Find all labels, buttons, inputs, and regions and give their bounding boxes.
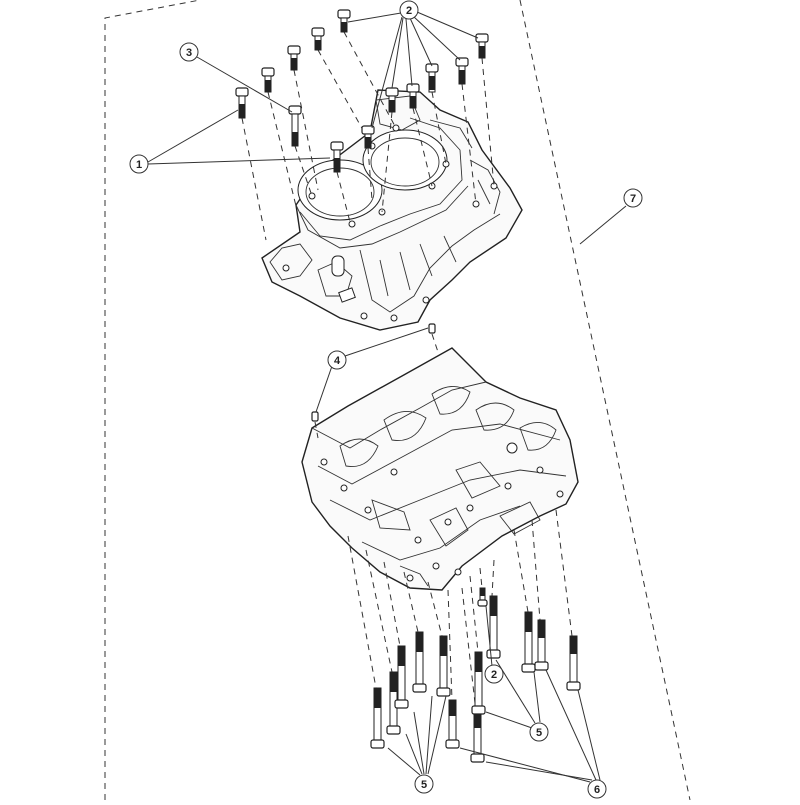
callout-1: 1 <box>129 154 149 174</box>
bolt-item-2-j <box>361 125 375 149</box>
assembly-boundary-dashed-outline <box>104 0 691 801</box>
callout-7: 7 <box>623 188 643 208</box>
bolt-item-1-a <box>235 87 249 119</box>
bolt-item-5-g <box>470 711 485 763</box>
bolt-item-2-c <box>311 27 325 51</box>
callout-1-label: 1 <box>136 159 142 171</box>
bolt-item-5-h <box>471 651 486 715</box>
callout-5-right: 5 <box>529 722 549 742</box>
bolt-item-5-e <box>436 635 451 697</box>
bolt-item-2-e <box>425 63 439 93</box>
bolt-item-5-a <box>370 687 385 749</box>
callout-6: 6 <box>587 779 607 799</box>
callout-5-bottom-label: 5 <box>421 779 427 791</box>
lower-bolt-guides <box>347 509 573 713</box>
callout-4-label: 4 <box>334 355 341 367</box>
bolt-item-2-h <box>406 83 420 109</box>
upper-crankcase-half <box>261 89 523 331</box>
bolt-item-2-f <box>455 57 469 85</box>
leader-lines <box>147 11 627 783</box>
bolt-item-5-j <box>521 611 536 673</box>
callout-5-bottom: 5 <box>414 774 434 794</box>
bolt-item-1-b <box>330 141 344 173</box>
bolt-item-2-i <box>385 87 399 113</box>
bolt-item-2-d <box>337 9 351 33</box>
bolt-item-3 <box>288 105 302 147</box>
callout-4: 4 <box>327 350 347 370</box>
callout-6-label: 6 <box>594 784 600 796</box>
lower-crankcase-half <box>301 347 579 591</box>
callout-2-top-label: 2 <box>406 5 412 17</box>
bolt-item-2-b <box>287 45 301 71</box>
callout-2-bottom-label: 2 <box>491 669 497 681</box>
upper-bolt-set <box>235 9 489 173</box>
bolt-item-6-a <box>534 619 549 671</box>
callout-5-right-label: 5 <box>536 727 542 739</box>
callout-7-label: 7 <box>630 193 636 205</box>
bolt-item-2-g <box>475 33 489 59</box>
callout-3-label: 3 <box>186 47 192 59</box>
bolt-item-2-lower-short <box>477 587 488 607</box>
bolt-item-5-b <box>386 671 401 735</box>
bolt-item-5-f <box>445 699 460 749</box>
callout-2-top: 2 <box>399 0 419 20</box>
bolt-item-5-d <box>412 631 427 693</box>
bolt-item-6-b <box>566 635 581 691</box>
bolt-item-5-i <box>486 595 501 659</box>
bolt-item-5-c <box>394 645 409 709</box>
callout-2-bottom: 2 <box>484 664 504 684</box>
bolt-item-2-a <box>261 67 275 93</box>
callout-3: 3 <box>179 42 199 62</box>
dowel-pin-lower <box>311 411 319 422</box>
dowel-pin-upper <box>428 323 436 334</box>
